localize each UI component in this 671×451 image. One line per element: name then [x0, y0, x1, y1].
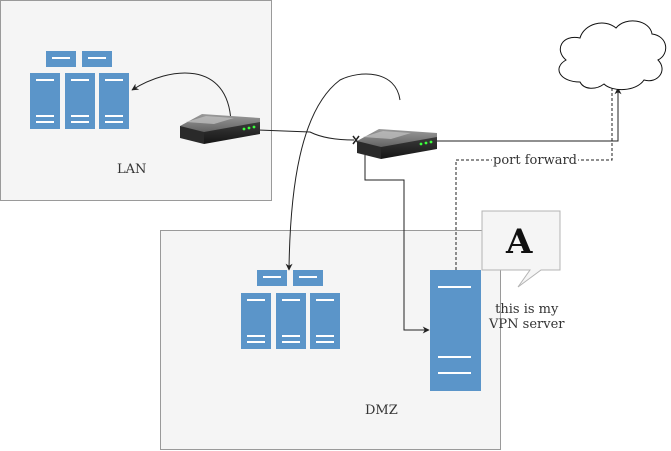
- lan-router-to-edge-router-link: [257, 129, 355, 141]
- vpn-server-note: this is my VPN server: [489, 302, 564, 332]
- edge-router-to-vpn-link: [364, 155, 430, 334]
- callout-bubble: [481, 210, 561, 288]
- lan-zone-label: LAN: [117, 162, 147, 177]
- edge-router-to-internet-link: [432, 87, 622, 142]
- lan-router-icon: [180, 114, 260, 144]
- lan-server-rack-icon: [30, 51, 129, 129]
- dmz-zone-label: DMZ: [365, 403, 398, 418]
- vpn-server-icon: [430, 270, 481, 391]
- callout-letter: A: [506, 222, 533, 262]
- internet-cloud-icon: [558, 20, 667, 90]
- edge-router-icon: [357, 129, 437, 159]
- edge-router-to-dmz-servers-link: [285, 73, 401, 271]
- vpn-note-line2: VPN server: [489, 317, 565, 332]
- dmz-server-rack-icon: [241, 270, 340, 349]
- port-forward-label: port forward: [492, 153, 578, 168]
- vpn-note-line1: this is my: [495, 302, 559, 317]
- lan-router-to-lan-servers-link: [131, 72, 232, 123]
